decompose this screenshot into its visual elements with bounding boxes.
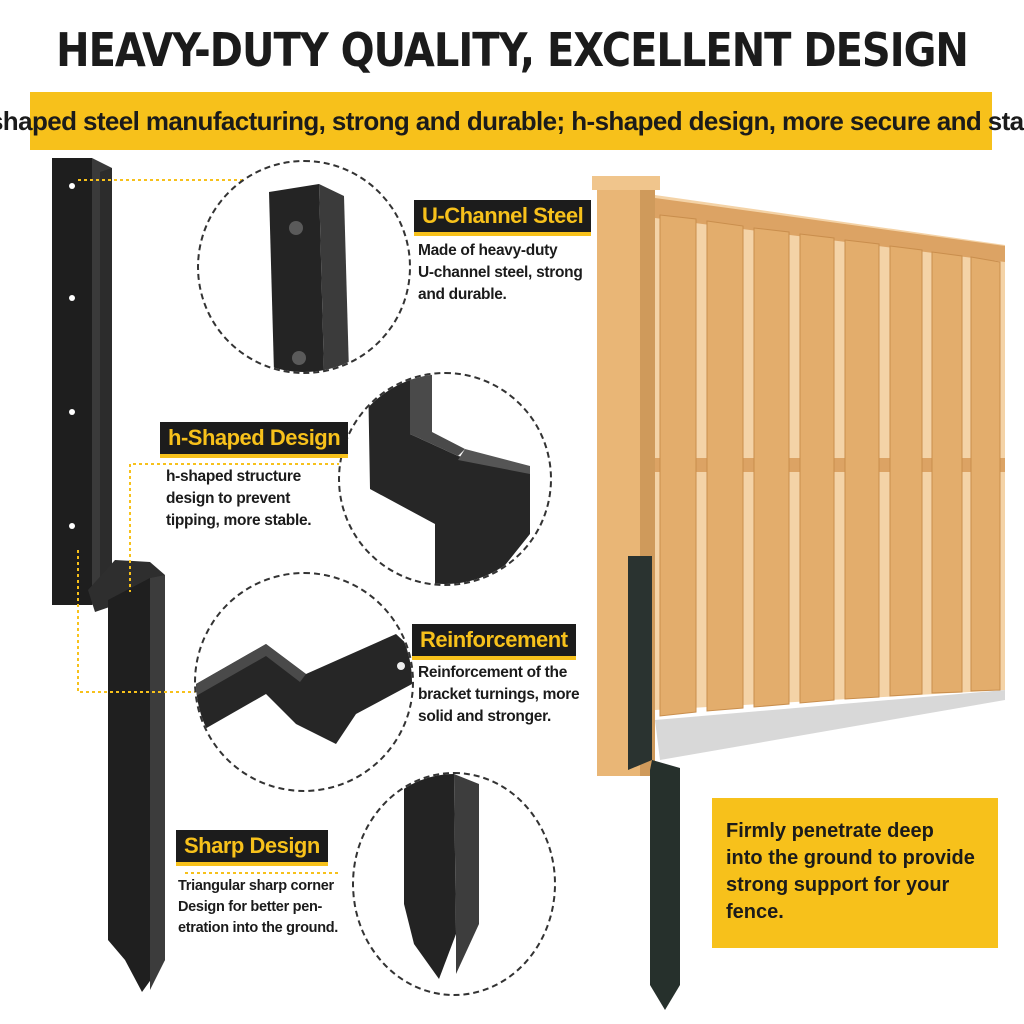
ground-penetration-callout: Firmly penetrate deep into the ground to… xyxy=(712,798,998,948)
page-title: HEAVY-DUTY QUALITY, EXCELLENT DESIGN xyxy=(56,24,969,78)
subtitle-banner: U-shaped steel manufacturing, strong and… xyxy=(0,92,1024,150)
u-channel-detail-circle xyxy=(197,160,411,374)
wooden-fence-image xyxy=(592,176,1005,1010)
h-shaped-description: h-shaped structure design to prevent tip… xyxy=(166,466,312,532)
callout-line: into the ground to provide xyxy=(726,847,975,869)
desc-line: etration into the ground. xyxy=(178,920,339,936)
h-shaped-closeup-image xyxy=(368,374,530,584)
callout-line: fence. xyxy=(726,901,784,923)
u-channel-label: U-Channel Steel xyxy=(414,200,592,236)
u-channel-description: Made of heavy-duty U-channel steel, stro… xyxy=(418,240,583,306)
reinforcement-detail-circle xyxy=(194,572,414,792)
h-shaped-label: h-Shaped Design xyxy=(160,422,349,458)
reinforcement-description: Reinforcement of the bracket turnings, m… xyxy=(418,662,580,728)
post-bracket-image xyxy=(52,158,165,992)
sharp-design-description: Triangular sharp corner Design for bette… xyxy=(178,876,338,939)
h-shaped-detail-circle xyxy=(338,372,552,586)
u-channel-closeup-image xyxy=(269,184,349,372)
desc-line: tipping, more stable. xyxy=(166,512,312,529)
sharp-detail-circle xyxy=(352,772,556,996)
reinforcement-label: Reinforcement xyxy=(412,624,576,660)
callout-line: strong support for your xyxy=(726,874,950,896)
desc-line: Triangular sharp corner xyxy=(178,878,334,894)
desc-line: solid and stronger. xyxy=(418,708,551,725)
desc-line: bracket turnings, more xyxy=(418,686,580,703)
desc-line: Design for better pen- xyxy=(178,899,323,915)
sharp-tip-closeup-image xyxy=(404,774,479,979)
desc-line: design to prevent xyxy=(166,490,291,507)
desc-line: Reinforcement of the xyxy=(418,664,568,681)
desc-line: and durable. xyxy=(418,286,507,303)
callout-line: Firmly penetrate deep xyxy=(726,820,934,842)
reinforcement-closeup-image xyxy=(196,634,412,744)
desc-line: h-shaped structure xyxy=(166,468,301,485)
desc-line: U-channel steel, strong xyxy=(418,264,583,281)
desc-line: Made of heavy-duty xyxy=(418,242,558,259)
sharp-design-label: Sharp Design xyxy=(176,830,328,866)
